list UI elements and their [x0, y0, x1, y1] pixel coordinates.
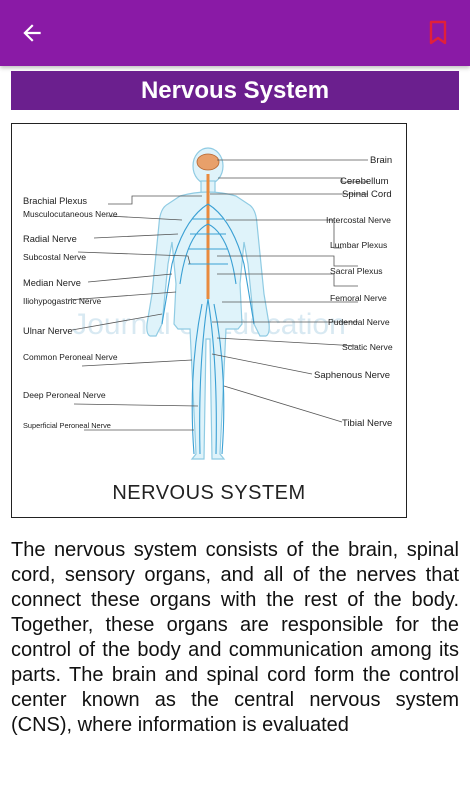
left-labels: Brachial Plexus Musculocutaneous Nerve R…: [23, 196, 118, 430]
label-cerebellum: Cerebellum: [340, 176, 389, 187]
label-spinal-cord: Spinal Cord: [342, 189, 392, 200]
label-deep-peroneal-nerve: Deep Peroneal Nerve: [23, 390, 106, 400]
brain-shape: [196, 153, 220, 171]
app-bar: [0, 0, 470, 66]
label-radial-nerve: Radial Nerve: [23, 234, 77, 244]
nervous-system-diagram: Journal of Education: [23, 147, 393, 504]
label-saphenous-nerve: Saphenous Nerve: [314, 370, 390, 381]
label-leader-lines: [67, 159, 368, 431]
label-ulnar-nerve: Ulnar Nerve: [23, 326, 73, 336]
right-labels: Brain Cerebellum Spinal Cord Intercostal…: [314, 155, 393, 429]
label-sacral-plexus: Sacral Plexus: [330, 266, 383, 276]
label-iliohypogastric-nerve: Iliohypogastric Nerve: [23, 296, 102, 306]
bookmark-button[interactable]: [420, 15, 456, 51]
label-tibial-nerve: Tibial Nerve: [342, 418, 392, 429]
nervous-system-figure: Journal of Education: [11, 123, 407, 518]
label-musculocutaneous-nerve: Musculocutaneous Nerve: [23, 209, 118, 219]
label-common-peroneal-nerve: Common Peroneal Nerve: [23, 352, 118, 362]
label-subcostal-nerve: Subcostal Nerve: [23, 252, 86, 262]
article-paragraph: The nervous system consists of the brain…: [11, 539, 459, 736]
label-median-nerve: Median Nerve: [23, 278, 81, 288]
article-title: Nervous System: [140, 76, 330, 104]
label-brachial-plexus: Brachial Plexus: [23, 196, 87, 206]
article-title-banner: Nervous System: [11, 71, 459, 110]
back-button[interactable]: [14, 15, 50, 51]
label-lumbar-plexus: Lumbar Plexus: [330, 240, 387, 250]
arrow-left-icon: [23, 24, 41, 42]
label-femoral-nerve: Femoral Nerve: [330, 293, 387, 303]
bookmark-outline-icon: [429, 20, 447, 45]
figure-caption: NERVOUS SYSTEM: [112, 482, 305, 504]
label-pudendal-nerve: Pudendal Nerve: [328, 317, 390, 327]
label-intercostal-nerve: Intercostal Nerve: [326, 215, 391, 225]
nerve-lines: [161, 174, 255, 455]
label-sciatic-nerve: Sciatic Nerve: [342, 342, 393, 352]
label-superficial-peroneal-nerve: Superficial Peroneal Nerve: [23, 421, 111, 430]
label-brain: Brain: [370, 155, 392, 166]
